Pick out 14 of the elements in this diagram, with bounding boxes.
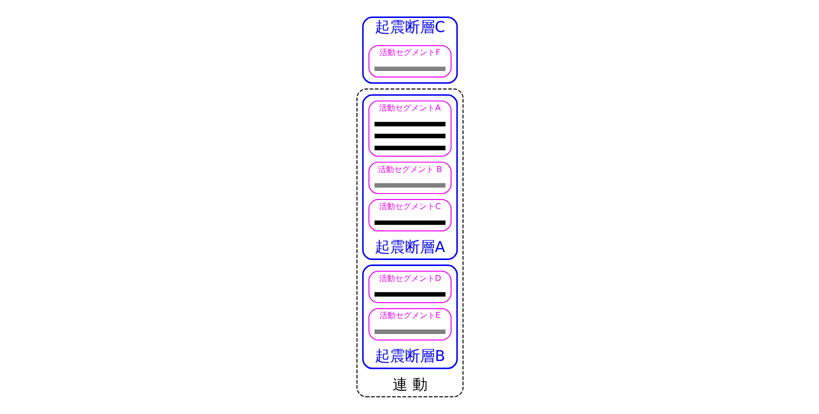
node-bar xyxy=(374,66,445,72)
node-bar xyxy=(374,220,445,225)
cluster: 活動セグメントE xyxy=(368,308,452,340)
node-bar xyxy=(374,330,445,334)
node-bar xyxy=(374,134,445,138)
node-bar xyxy=(374,122,445,126)
cluster: 活動セグメントF xyxy=(368,45,452,78)
cluster: 活動セグメントD xyxy=(368,270,452,304)
node-bar xyxy=(374,183,445,188)
node-bar xyxy=(374,146,445,150)
cluster: 活動セグメント B xyxy=(368,162,452,194)
cluster: 活動セグメントA xyxy=(368,100,452,157)
node-bar xyxy=(374,292,445,297)
cluster: 活動セグメントC xyxy=(368,199,452,232)
